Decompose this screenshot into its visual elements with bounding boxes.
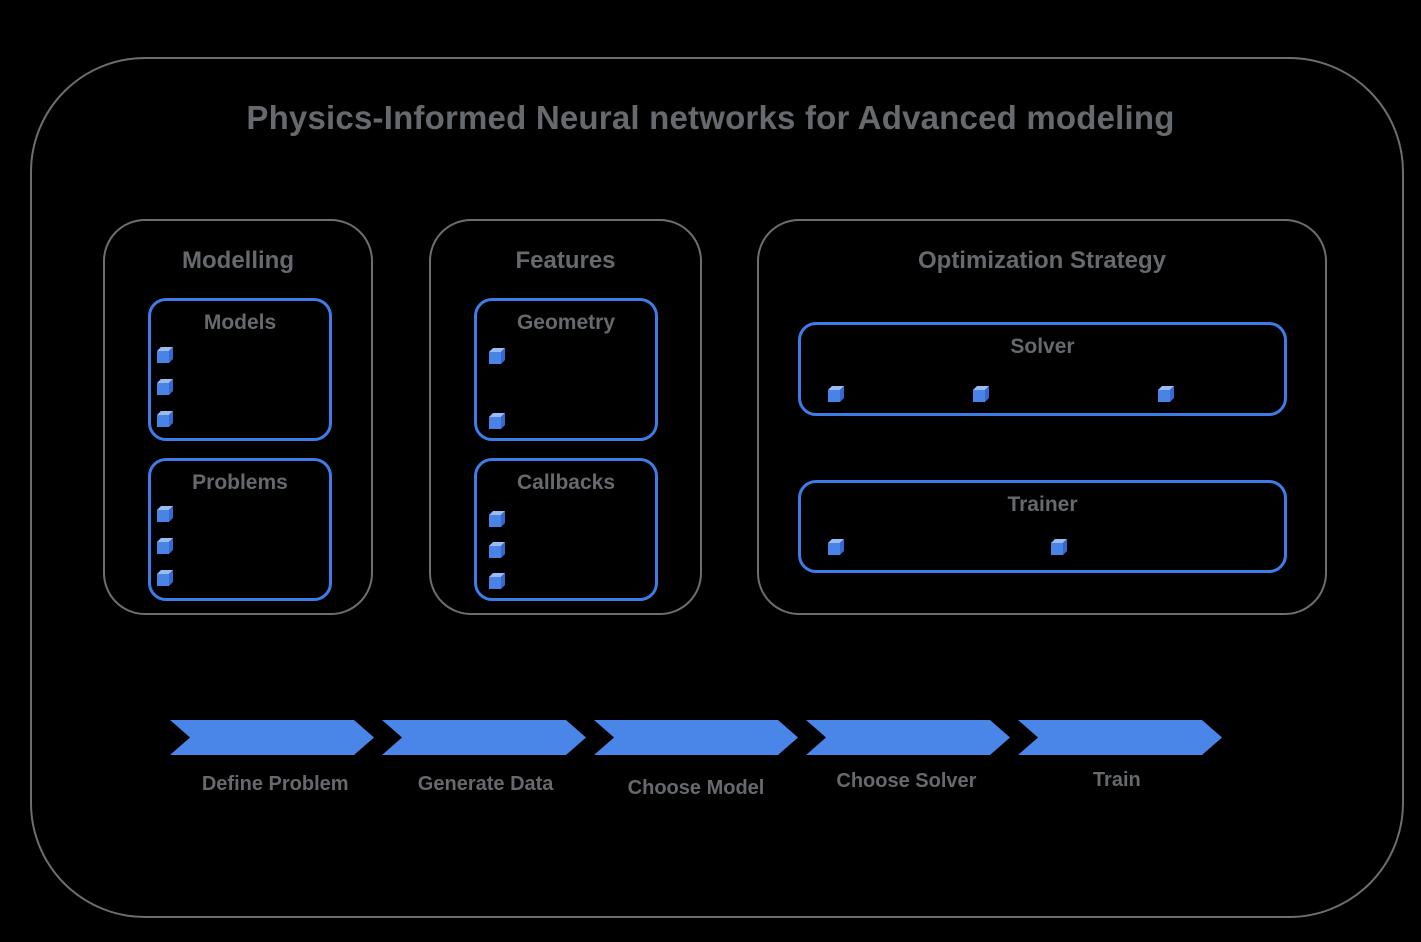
group-title: Models	[203, 311, 277, 334]
section-title: Optimization Strategy	[917, 247, 1167, 274]
group-callbacks: Callbacks	[474, 458, 658, 601]
cube-icon	[157, 570, 173, 586]
section-features: Features	[429, 219, 702, 615]
group-problems: Problems	[148, 458, 332, 601]
group-title: Callbacks	[516, 471, 616, 494]
flow-arrow-segment	[382, 720, 586, 755]
cube-icon	[973, 386, 989, 402]
cube-icon	[157, 411, 173, 427]
bullet-list	[828, 538, 1068, 555]
group-geometry: Geometry	[474, 298, 658, 441]
flow-step-label: Choose Model	[627, 777, 765, 799]
section-title: Modelling	[182, 247, 294, 274]
group-trainer: Trainer	[798, 480, 1287, 573]
cube-icon	[489, 511, 505, 527]
cube-icon	[1051, 539, 1067, 555]
flow-step-label: Train	[1092, 769, 1141, 791]
cube-icon	[489, 348, 505, 364]
group-title: Problems	[192, 471, 288, 494]
bullet-list	[157, 346, 174, 427]
cube-icon	[157, 379, 173, 395]
cube-icon	[1158, 386, 1174, 402]
cube-icon	[489, 573, 505, 589]
flow-arrow-segment	[170, 720, 374, 755]
bullet-list	[489, 510, 506, 589]
group-models: Models	[148, 298, 332, 441]
diagram-title: Physics-Informed Neural networks for Adv…	[246, 99, 1175, 136]
cube-icon	[828, 539, 844, 555]
bullet-list	[489, 347, 506, 429]
cube-icon	[157, 506, 173, 522]
cube-icon	[157, 347, 173, 363]
section-title: Features	[515, 247, 616, 274]
flow-arrow-segment	[806, 720, 1010, 755]
cube-icon	[828, 386, 844, 402]
process-flow	[170, 720, 1222, 755]
process-flow-labels: Define Problem Generate Data Choose Mode…	[170, 769, 1222, 799]
flow-arrow-segment	[1018, 720, 1222, 755]
flow-step-label: Choose Solver	[836, 770, 977, 792]
cube-icon	[157, 538, 173, 554]
group-title: Geometry	[516, 311, 616, 334]
bullet-list	[828, 385, 1175, 402]
outer-frame	[30, 57, 1404, 918]
cube-icon	[489, 542, 505, 558]
group-title: Trainer	[1007, 493, 1078, 516]
section-optimization-strategy: Optimization Strategy	[757, 219, 1327, 615]
flow-step-label: Define Problem	[201, 773, 349, 795]
group-title: Solver	[1010, 335, 1075, 358]
bullet-list	[157, 505, 174, 586]
cube-icon	[489, 413, 505, 429]
flow-arrow-segment	[594, 720, 798, 755]
section-modelling: Modelling	[103, 219, 373, 615]
group-solver: Solver	[798, 322, 1287, 416]
flow-step-label: Generate Data	[417, 773, 554, 795]
